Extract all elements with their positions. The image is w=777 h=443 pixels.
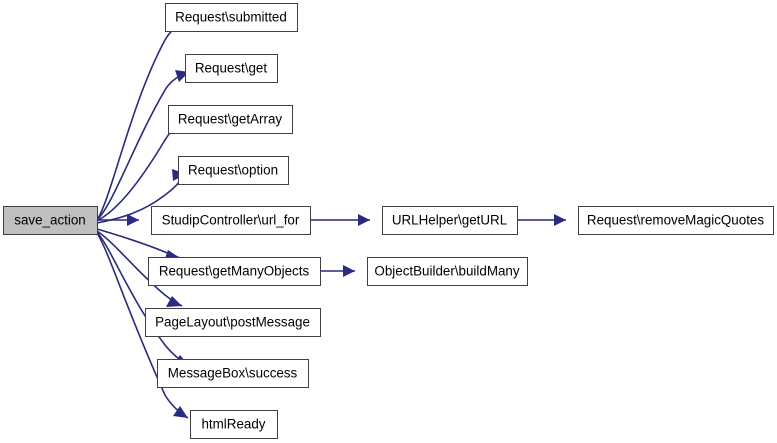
arrowhead-icon — [358, 214, 370, 226]
graph-node-save_action[interactable]: save_action — [3, 206, 98, 235]
node-box[interactable] — [148, 257, 321, 286]
node-box[interactable] — [165, 3, 298, 32]
node-label: Request\removeMagicQuotes — [587, 213, 764, 228]
graph-node-htmlready[interactable]: htmlReady — [190, 410, 278, 439]
node-label: PageLayout\postMessage — [155, 315, 310, 330]
graph-node-request_submitted[interactable]: Request\submitted — [165, 3, 298, 32]
node-box[interactable] — [185, 54, 278, 83]
arrowhead-icon — [554, 214, 566, 226]
node-box[interactable] — [157, 359, 309, 388]
graph-nodes: save_action Request\submittedRequest\getR… — [3, 3, 774, 439]
graph-node-messagebox_success[interactable]: MessageBox\success — [157, 359, 309, 388]
node-label: URLHelper\getURL — [392, 213, 507, 228]
node-label: Request\submitted — [175, 10, 287, 25]
node-box[interactable] — [382, 206, 518, 235]
graph-edge-save_action-to-request_get — [96, 71, 190, 221]
graph-edge-save_action-to-request_getarray — [96, 119, 185, 222]
node-box[interactable] — [168, 105, 293, 134]
node-box[interactable] — [367, 257, 528, 286]
graph-node-objectbuilder_buildmany[interactable]: ObjectBuilder\buildMany — [367, 257, 528, 286]
node-label: Request\getManyObjects — [159, 264, 310, 279]
node-box[interactable] — [151, 206, 311, 235]
node-label: Request\option — [188, 163, 278, 178]
node-label: htmlReady — [201, 417, 265, 432]
node-label: save_action — [14, 213, 85, 228]
arrowhead-icon — [127, 214, 139, 226]
node-label: ObjectBuilder\buildMany — [374, 264, 519, 279]
node-label: Request\get — [195, 61, 267, 76]
node-box[interactable] — [178, 156, 289, 185]
node-label: Request\getArray — [178, 112, 283, 127]
node-box[interactable] — [578, 206, 774, 235]
arrowhead-icon — [173, 406, 188, 418]
arrowhead-icon — [166, 296, 182, 307]
node-box[interactable] — [190, 410, 278, 439]
graph-node-urlhelper_geturl[interactable]: URLHelper\getURL — [382, 206, 518, 235]
graph-node-request_getarray[interactable]: Request\getArray — [168, 105, 293, 134]
arrowhead-icon — [343, 265, 355, 277]
graph-node-request_option[interactable]: Request\option — [178, 156, 289, 185]
node-label: StudipController\url_for — [162, 213, 300, 228]
node-label: MessageBox\success — [168, 366, 298, 381]
node-box[interactable] — [3, 206, 98, 235]
node-box[interactable] — [145, 308, 321, 337]
graph-node-request_get[interactable]: Request\get — [185, 54, 278, 83]
graph-node-studipcontroller_url_for[interactable]: StudipController\url_for — [151, 206, 311, 235]
graph-node-request_getmanyobjects[interactable]: Request\getManyObjects — [148, 257, 321, 286]
graph-node-request_removemagicquotes[interactable]: Request\removeMagicQuotes — [578, 206, 774, 235]
graph-node-pagelayout_postmessage[interactable]: PageLayout\postMessage — [145, 308, 321, 337]
